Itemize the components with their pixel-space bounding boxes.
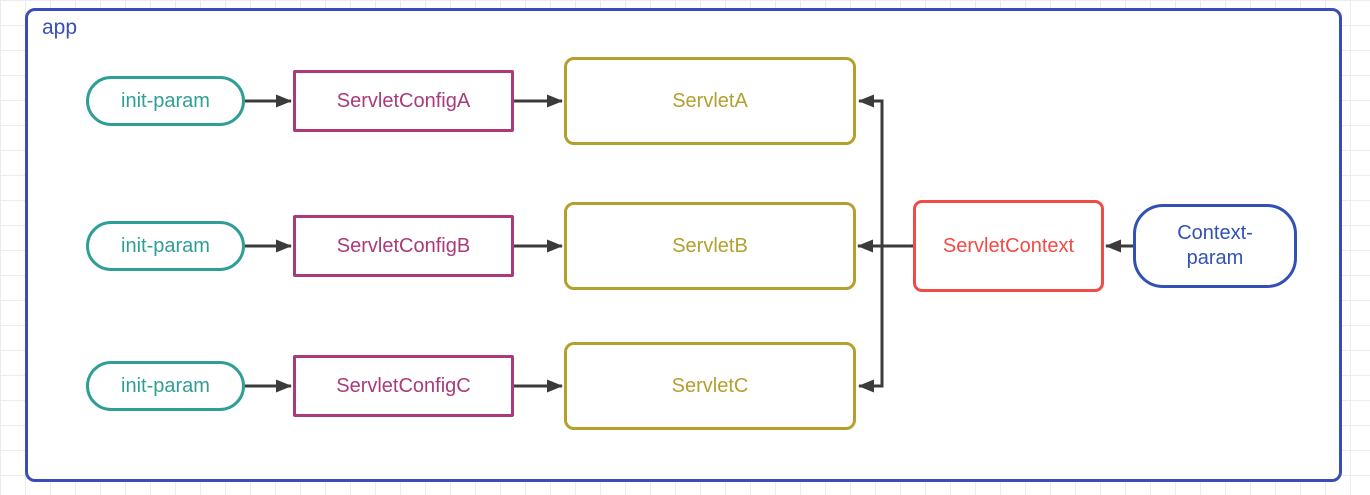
- edge-servlet-context-to-servlet-a: [858, 94, 884, 246]
- node-servlet-config-c-label: ServletConfigC: [336, 374, 471, 397]
- node-init-param-b-label: init-param: [121, 234, 210, 257]
- node-init-param-b: init-param: [86, 221, 245, 271]
- node-servlet-context: ServletContext: [913, 200, 1104, 292]
- node-servlet-b-label: ServletB: [672, 234, 748, 257]
- node-servlet-a-label: ServletA: [672, 89, 748, 112]
- node-init-param-c-label: init-param: [121, 374, 210, 397]
- node-servlet-config-a-label: ServletConfigA: [336, 89, 471, 112]
- app-label: app: [42, 16, 78, 39]
- node-servlet-c: ServletC: [564, 342, 856, 430]
- node-servlet-config-a: ServletConfigA: [293, 70, 514, 132]
- node-servlet-config-b: ServletConfigB: [293, 215, 514, 277]
- node-init-param-c: init-param: [86, 361, 245, 411]
- edge-servlet-context-to-servlet-c: [858, 246, 884, 393]
- node-servlet-b: ServletB: [564, 202, 856, 290]
- node-init-param-a-label: init-param: [121, 89, 210, 112]
- node-servlet-context-label: ServletContext: [942, 234, 1075, 257]
- node-servlet-a: ServletA: [564, 57, 856, 145]
- node-servlet-c-label: ServletC: [671, 374, 749, 397]
- node-servlet-config-b-label: ServletConfigB: [336, 234, 471, 257]
- node-context-param-label-line1: Context-: [1177, 222, 1253, 244]
- node-init-param-a: init-param: [86, 76, 245, 126]
- node-servlet-config-c: ServletConfigC: [293, 355, 514, 417]
- node-context-param: Context- param: [1133, 204, 1297, 288]
- node-context-param-label-line2: param: [1186, 247, 1244, 269]
